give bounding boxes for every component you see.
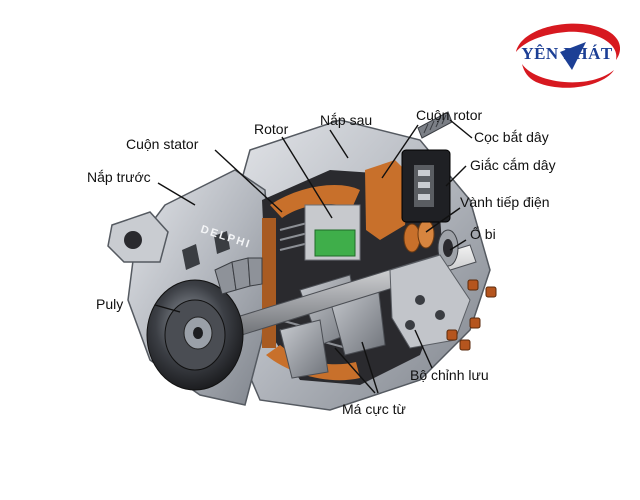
- line-bo-chinh-luu: [414, 329, 433, 369]
- label-giac-cam-day: Giắc cắm dây: [470, 157, 556, 173]
- line-nap-sau: [329, 129, 349, 159]
- label-o-bi: Ổ bi: [470, 226, 496, 242]
- label-bo-chinh-luu: Bộ chỉnh lưu: [410, 367, 489, 383]
- rotor-coil: [365, 160, 410, 240]
- pulley: [146, 279, 244, 391]
- logo-swoosh-icon: [516, 23, 621, 88]
- label-puly: Puly: [96, 296, 124, 312]
- line-cuon-rotor: [381, 124, 419, 179]
- line-ma-cuc-tu-1: [334, 347, 376, 394]
- line-giac-cam-day: [445, 165, 467, 187]
- line-vanh-tiep-dien: [425, 207, 461, 233]
- line-cuon-stator: [214, 149, 283, 213]
- label-cuon-rotor: Cuộn rotor: [416, 107, 483, 123]
- rotor-insulation: [314, 229, 356, 257]
- connector-plug: [401, 149, 451, 223]
- line-puly: [154, 304, 181, 313]
- rectifier-diodes: [446, 279, 497, 351]
- label-nap-truoc: Nắp trước: [87, 169, 151, 185]
- line-coc-bat-day: [449, 119, 473, 139]
- slip-rings: [403, 219, 435, 253]
- fan-blades: [214, 257, 263, 295]
- bearing: [437, 229, 459, 267]
- rectifier: [389, 254, 471, 349]
- label-ma-cuc-tu: Má cực từ: [342, 401, 406, 417]
- line-o-bi: [449, 239, 467, 251]
- callout-lines: [154, 119, 473, 394]
- label-coc-bat-day: Cọc bắt dây: [474, 129, 549, 145]
- label-rotor: Rotor: [254, 121, 289, 137]
- label-vanh-tiep-dien: Vành tiếp điện: [460, 194, 550, 210]
- mount-hole: [124, 231, 142, 249]
- line-ma-cuc-tu-2: [361, 341, 379, 394]
- label-nap-sau: Nắp sau: [320, 112, 373, 128]
- yen-phat-logo: YÊN PHÁT: [508, 14, 626, 96]
- label-cuon-stator: Cuộn stator: [126, 136, 199, 152]
- line-rotor: [281, 136, 333, 219]
- line-nap-truoc: [157, 182, 196, 206]
- logo-text: YÊN PHÁT: [521, 44, 613, 63]
